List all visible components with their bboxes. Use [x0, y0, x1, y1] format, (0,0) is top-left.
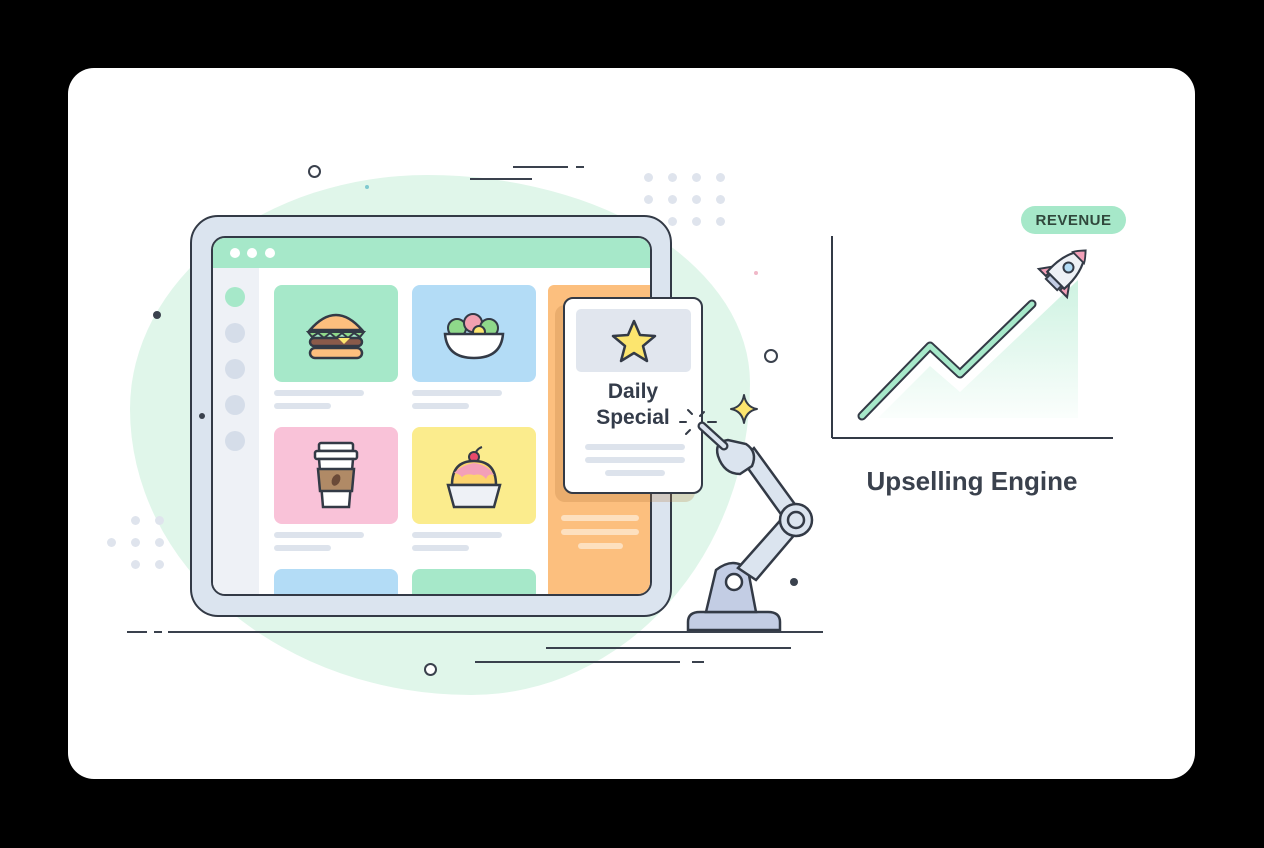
item-text-line: [412, 390, 502, 396]
promo-text-line: [561, 515, 639, 521]
promo-text-line: [561, 529, 639, 535]
window-dot: [230, 248, 240, 258]
menu-item-burger[interactable]: [274, 285, 398, 382]
promo-text-line: [578, 543, 623, 549]
app-sidebar: [213, 268, 259, 594]
revenue-badge: REVENUE: [1021, 206, 1126, 234]
item-text-line: [274, 403, 331, 409]
sidebar-item[interactable]: [225, 359, 245, 379]
item-text-line: [412, 545, 469, 551]
tablet-camera: [199, 413, 205, 419]
upselling-engine-caption: Upselling Engine: [866, 466, 1078, 496]
item-text-line: [412, 403, 469, 409]
item-text-line: [274, 390, 364, 396]
ground-line: [127, 631, 147, 633]
menu-item-coffee[interactable]: [274, 427, 398, 524]
decor-dot: [790, 578, 798, 586]
decor-ring: [308, 165, 321, 178]
decor-dot: [754, 271, 758, 275]
sparkle-icon: [730, 394, 758, 424]
item-text-line: [274, 532, 364, 538]
rocket-icon: [1036, 249, 1087, 300]
robot-arm-icon: [679, 409, 814, 632]
sidebar-item-active[interactable]: [225, 287, 245, 307]
star-icon: [611, 319, 656, 362]
decor-ring: [424, 663, 437, 676]
item-text-line: [412, 532, 502, 538]
menu-item-6[interactable]: [412, 569, 536, 594]
decor-dot: [153, 311, 161, 319]
special-image: [576, 309, 691, 372]
menu-item-salad[interactable]: [412, 285, 536, 382]
menu-item-5[interactable]: [274, 569, 398, 594]
special-text-line: [585, 444, 685, 450]
sidebar-item[interactable]: [225, 323, 245, 343]
coffee-cup-icon: [313, 441, 359, 508]
decor-line: [470, 178, 532, 180]
salad-bowl-icon: [443, 312, 505, 359]
ground-line: [154, 631, 162, 633]
decor-line: [692, 661, 704, 663]
decor-line: [576, 166, 584, 168]
special-text-line: [585, 457, 685, 463]
window-dot: [247, 248, 257, 258]
decor-line: [475, 661, 680, 663]
cupcake-icon: [446, 445, 502, 508]
special-text-line: [605, 470, 665, 476]
burger-icon: [305, 313, 367, 359]
decor-line: [546, 647, 791, 649]
special-title: Daily Special: [596, 380, 670, 429]
daily-special-card[interactable]: Daily Special: [563, 297, 703, 494]
revenue-growth-chart: [831, 236, 1113, 439]
ground-line: [168, 631, 823, 633]
sidebar-item[interactable]: [225, 431, 245, 451]
item-text-line: [274, 545, 331, 551]
menu-item-dessert[interactable]: [412, 427, 536, 524]
window-dot: [265, 248, 275, 258]
decor-line: [513, 166, 568, 168]
sidebar-item[interactable]: [225, 395, 245, 415]
app-title-bar: [213, 238, 650, 268]
decor-dot: [365, 185, 369, 189]
decor-ring: [764, 349, 778, 363]
